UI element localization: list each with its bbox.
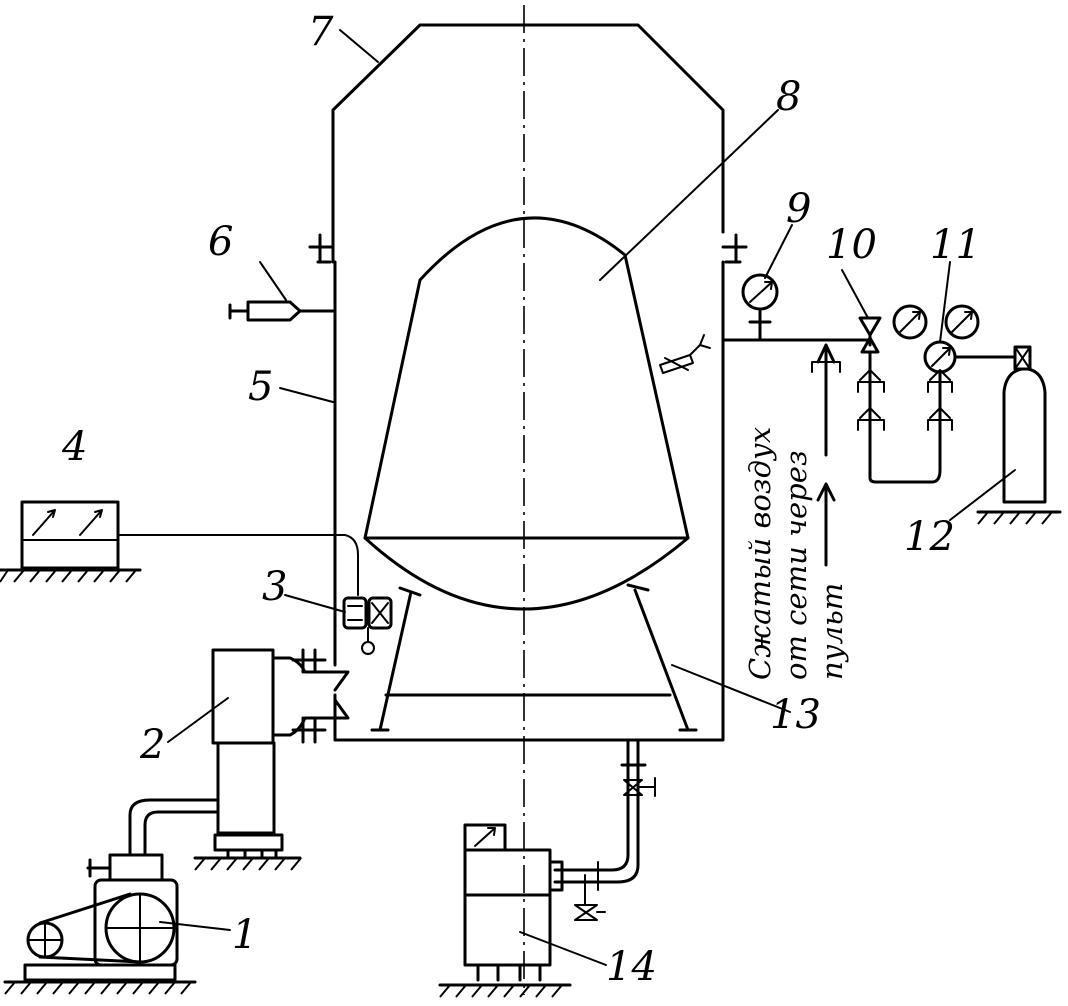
callout-10: 10 [826,222,877,268]
note-line-1: Сжатый воздух [743,427,777,680]
callout-8: 8 [776,74,801,120]
collector-tank [438,738,656,998]
callout-12: 12 [904,514,955,560]
forevacuum-pipe [128,798,220,857]
reducer-gauge-left [892,304,928,340]
compressed-air-note: Сжатый воздух от сети через пульт [743,427,849,680]
callout-14: 14 [606,944,657,990]
air-inlet-arrow [816,343,836,567]
callout-4: 4 [61,424,87,470]
test-item-outline [363,216,690,540]
callout-13: 13 [770,692,821,738]
support-stand [370,583,698,732]
callout-9: 9 [786,186,811,232]
callout-5: 5 [248,364,273,410]
recorder-arrow-icon [32,509,56,536]
recorder-instrument [0,500,359,596]
signal-cable [117,534,359,596]
valve-10 [858,316,882,354]
leader-lines [159,29,1016,966]
recorder-box [20,500,120,570]
wall-valve [659,334,711,374]
callout-6: 6 [208,219,233,265]
callout-numbers: 1 2 3 4 5 6 7 8 9 10 11 12 13 14 [61,9,981,990]
gas-supply-line [659,273,1062,567]
chamber-shell [331,23,725,742]
callout-7: 7 [308,9,334,55]
wall-flange-right [721,233,748,264]
test-item-bottom [363,536,690,611]
callout-2: 2 [139,722,165,768]
drive-belt [38,892,142,964]
diffusion-pump [128,648,350,871]
note-line-2: от сети через [779,450,813,680]
test-item [363,216,690,611]
reducer-gauge-right [944,304,980,340]
ground-hatch-left [0,569,137,583]
mechanical-pump [3,853,197,995]
sensor-device [228,300,335,322]
electrical-feedthrough [342,596,393,655]
callout-1: 1 [232,912,257,958]
collector-body [463,848,552,967]
vacuum-chamber [308,5,748,995]
wall-flange-left [308,233,335,264]
drain-pipe [553,738,647,884]
gas-cylinder-12 [1002,367,1047,504]
callout-11: 11 [930,222,981,268]
pump-body [211,648,275,745]
note-line-3: пульт [815,583,849,680]
stand-legs [370,583,698,732]
sensor-body [228,300,335,322]
callout-3: 3 [262,564,287,610]
